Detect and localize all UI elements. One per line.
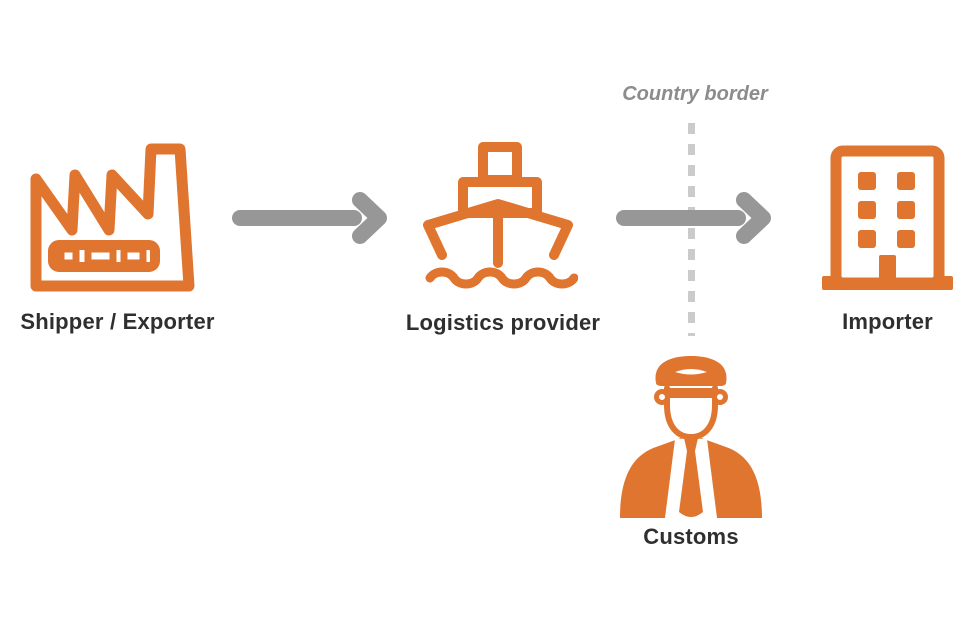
right-arrow-icon <box>616 192 771 244</box>
logistics-provider-label: Logistics provider <box>405 310 601 335</box>
country-border-label: Country border <box>622 83 768 105</box>
factory-icon <box>30 143 195 292</box>
customs-officer-icon <box>620 356 762 518</box>
right-arrow-icon <box>232 192 387 244</box>
cargo-ship-icon <box>423 142 578 289</box>
office-building-icon <box>822 145 953 290</box>
country-border-dashed-line <box>688 123 695 336</box>
shipper-exporter-label: Shipper / Exporter <box>20 309 215 334</box>
importer-label: Importer <box>842 309 933 334</box>
customs-label: Customs <box>643 524 739 549</box>
